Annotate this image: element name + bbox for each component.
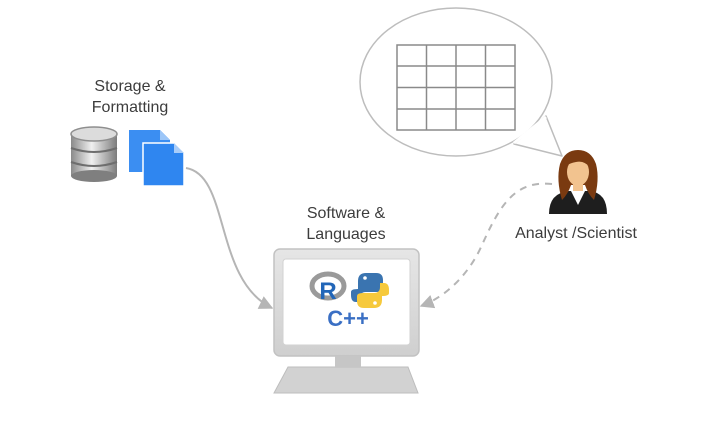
documents-icon [129,130,185,187]
analyst-to-software-connector [419,182,553,309]
storage-to-software-connector [185,167,274,309]
analyst-scientist-label: Analyst /Scientist [515,225,637,242]
cpp-logo: C++ [327,306,369,331]
storage-formatting-label: Storage & Formatting [60,76,200,118]
computer-monitor-icon [273,248,420,394]
python-logo [351,273,389,308]
software-label-line2: Languages [306,226,386,243]
software-languages-label: Software & Languages [276,203,416,245]
thought-bubble [359,7,563,157]
r-language-logo: R [309,271,347,305]
storage-label-line2: Formatting [91,99,169,116]
female-user-icon [549,150,607,214]
data-table-icon [396,44,516,131]
database-icon [70,126,118,182]
r-logo-letter: R [319,278,336,305]
storage-label-line1: Storage & [94,78,166,95]
software-label-line1: Software & [306,205,386,222]
